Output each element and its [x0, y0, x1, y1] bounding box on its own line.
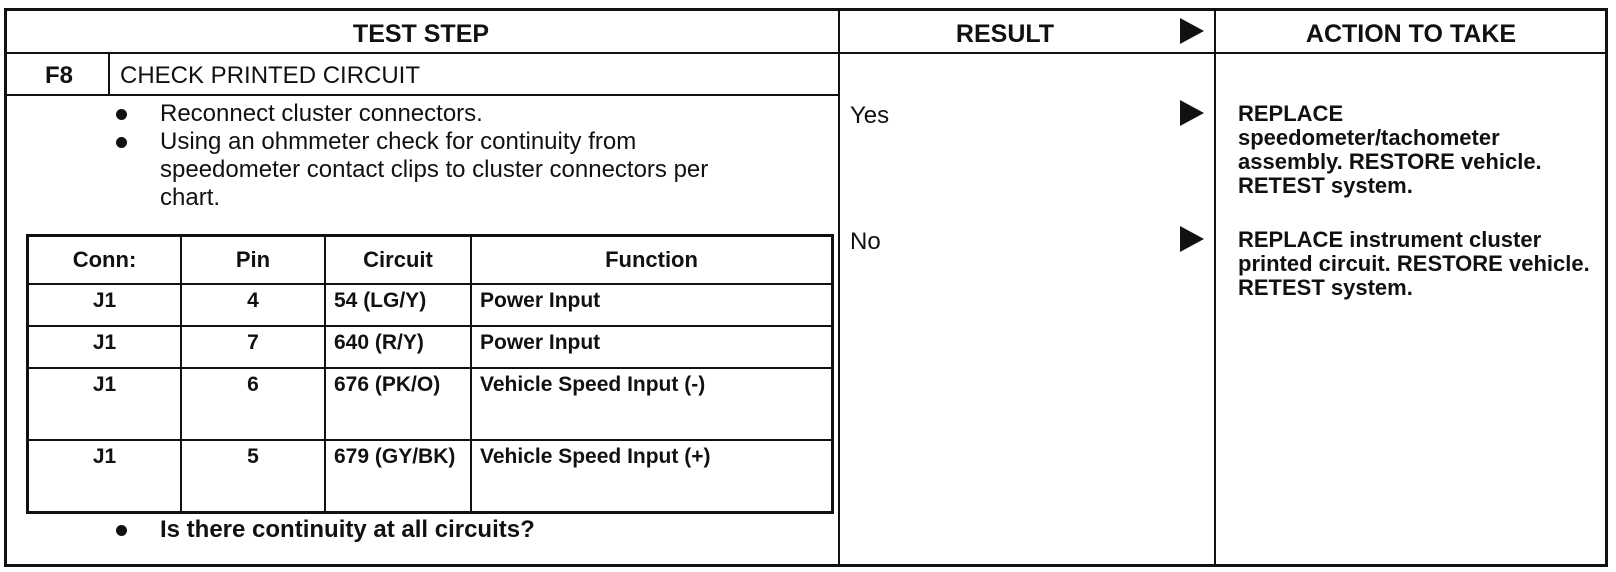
top-border — [4, 8, 1608, 11]
cell-conn: J1 — [26, 283, 182, 327]
header-action: ACTION TO TAKE — [1305, 19, 1517, 48]
cell-circuit: 640 (R/Y) — [324, 325, 472, 369]
pin-chart-table: Conn: Pin Circuit Function J1 4 54 (LG/Y… — [26, 234, 834, 514]
cell-pin: 4 — [180, 283, 326, 327]
cell-pin: 6 — [180, 367, 326, 441]
bullet-icon — [116, 525, 127, 536]
diagnostic-step-sheet: TEST STEP RESULT ACTION TO TAKE F8 CHECK… — [4, 4, 1608, 568]
step-title-bottom-border — [4, 94, 838, 96]
question-text: Is there continuity at all circuits? — [160, 516, 535, 543]
cell-conn: J1 — [26, 367, 182, 441]
instruction-item: Using an ohmmeter check for continuity f… — [4, 128, 760, 212]
cell-function: Vehicle Speed Input (+) — [470, 439, 834, 514]
cell-circuit: 676 (PK/O) — [324, 367, 472, 441]
header-test-step: TEST STEP — [352, 19, 490, 48]
cell-circuit: 54 (LG/Y) — [324, 283, 472, 327]
action-no: REPLACE instrument cluster printed circu… — [1238, 227, 1590, 300]
step-id: F8 — [44, 62, 73, 89]
result-yes-arrow-icon — [1180, 100, 1204, 126]
instruction-text: Reconnect cluster connectors. — [160, 100, 483, 127]
table-row: J1 7 640 (R/Y) Power Input — [26, 325, 834, 369]
result-action-divider — [1214, 8, 1216, 567]
cell-pin: 7 — [180, 325, 326, 369]
col-header-function: Function — [470, 234, 834, 285]
action-yes: REPLACE speedometer/tachometer assembly.… — [1238, 101, 1542, 198]
right-border — [1605, 8, 1608, 567]
cell-function: Power Input — [470, 325, 834, 369]
result-no: No — [850, 228, 881, 255]
col-header-conn: Conn: — [26, 234, 182, 285]
bullet-icon — [116, 137, 127, 148]
col-header-circuit: Circuit — [324, 234, 472, 285]
instruction-item: Reconnect cluster connectors. — [4, 100, 764, 128]
step-title: CHECK PRINTED CIRCUIT — [120, 62, 421, 89]
cell-conn: J1 — [26, 325, 182, 369]
col-header-pin: Pin — [180, 234, 326, 285]
instruction-text: Using an ohmmeter check for continuity f… — [160, 128, 709, 211]
cell-function: Vehicle Speed Input (-) — [470, 367, 834, 441]
header-bottom-border — [4, 52, 1608, 54]
header-result: RESULT — [955, 19, 1055, 48]
step-id-divider — [108, 52, 110, 96]
cell-conn: J1 — [26, 439, 182, 514]
step-instructions: Reconnect cluster connectors. Using an o… — [4, 100, 764, 212]
bullet-icon — [116, 109, 127, 120]
table-row: J1 6 676 (PK/O) Vehicle Speed Input (-) — [26, 367, 834, 441]
result-no-arrow-icon — [1180, 226, 1204, 252]
step-question: Is there continuity at all circuits? — [4, 516, 764, 544]
table-row: J1 5 679 (GY/BK) Vehicle Speed Input (+) — [26, 439, 834, 514]
bottom-border — [4, 564, 1608, 567]
cell-pin: 5 — [180, 439, 326, 514]
cell-circuit: 679 (GY/BK) — [324, 439, 472, 514]
header-arrow-icon — [1180, 18, 1204, 44]
left-border — [4, 8, 7, 567]
test-step-result-divider — [838, 8, 840, 567]
table-header-row: Conn: Pin Circuit Function — [26, 234, 834, 285]
cell-function: Power Input — [470, 283, 834, 327]
table-row: J1 4 54 (LG/Y) Power Input — [26, 283, 834, 327]
result-yes: Yes — [850, 102, 890, 129]
